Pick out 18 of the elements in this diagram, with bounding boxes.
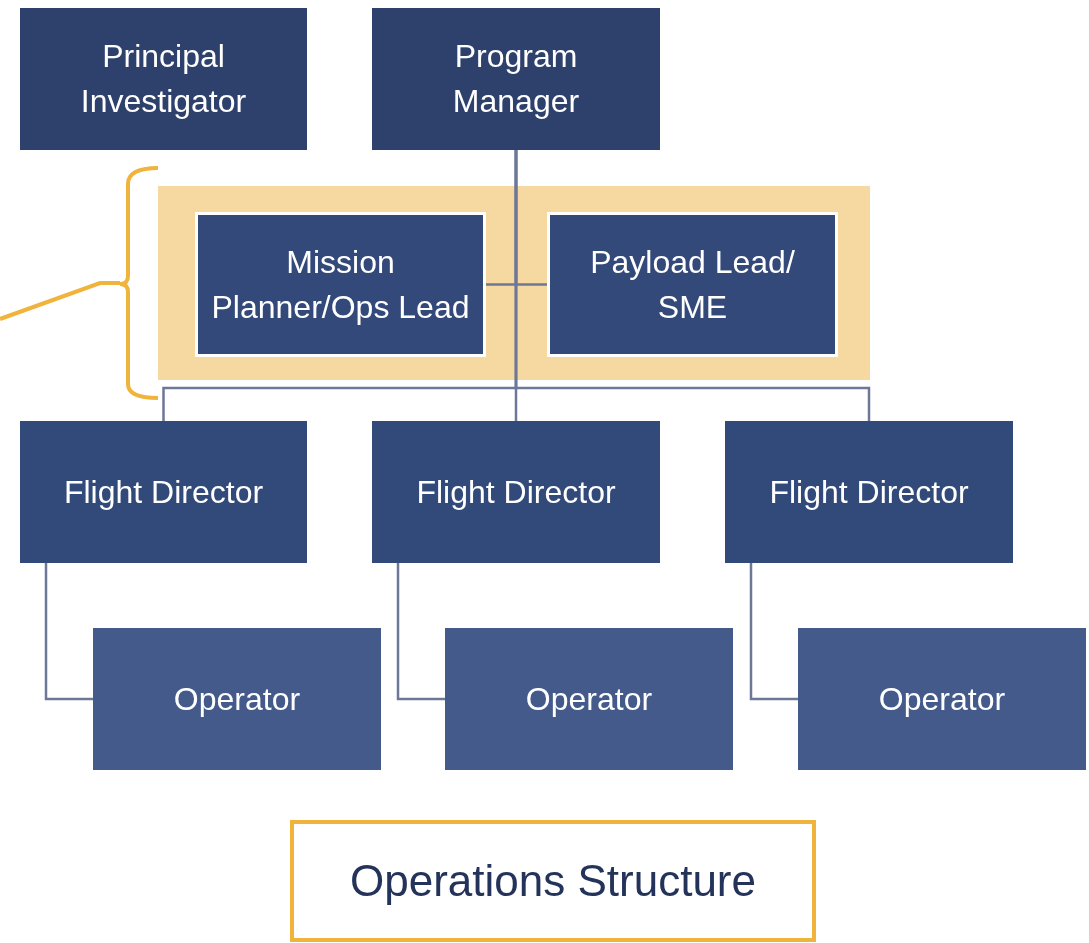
connector-line bbox=[514, 150, 871, 421]
role-box: Payload Lead/ SME bbox=[547, 212, 838, 357]
connector-line bbox=[396, 563, 445, 701]
leader-line bbox=[0, 281, 120, 321]
group-band bbox=[158, 186, 870, 380]
role-box: Operator bbox=[445, 628, 733, 770]
role-box: Flight Director bbox=[725, 421, 1013, 563]
role-box: Operator bbox=[798, 628, 1086, 770]
role-box: Flight Director bbox=[372, 421, 660, 563]
title-box: Operations Structure bbox=[290, 820, 816, 942]
role-box: Flight Director bbox=[20, 421, 307, 563]
bracket bbox=[118, 164, 160, 402]
role-box: Program Manager bbox=[372, 8, 660, 150]
connector-line bbox=[44, 563, 93, 701]
role-box: Mission Planner/Ops Lead bbox=[195, 212, 486, 357]
role-box: Operator bbox=[93, 628, 381, 770]
role-box: Principal Investigator bbox=[20, 8, 307, 150]
connector-line bbox=[749, 563, 798, 701]
